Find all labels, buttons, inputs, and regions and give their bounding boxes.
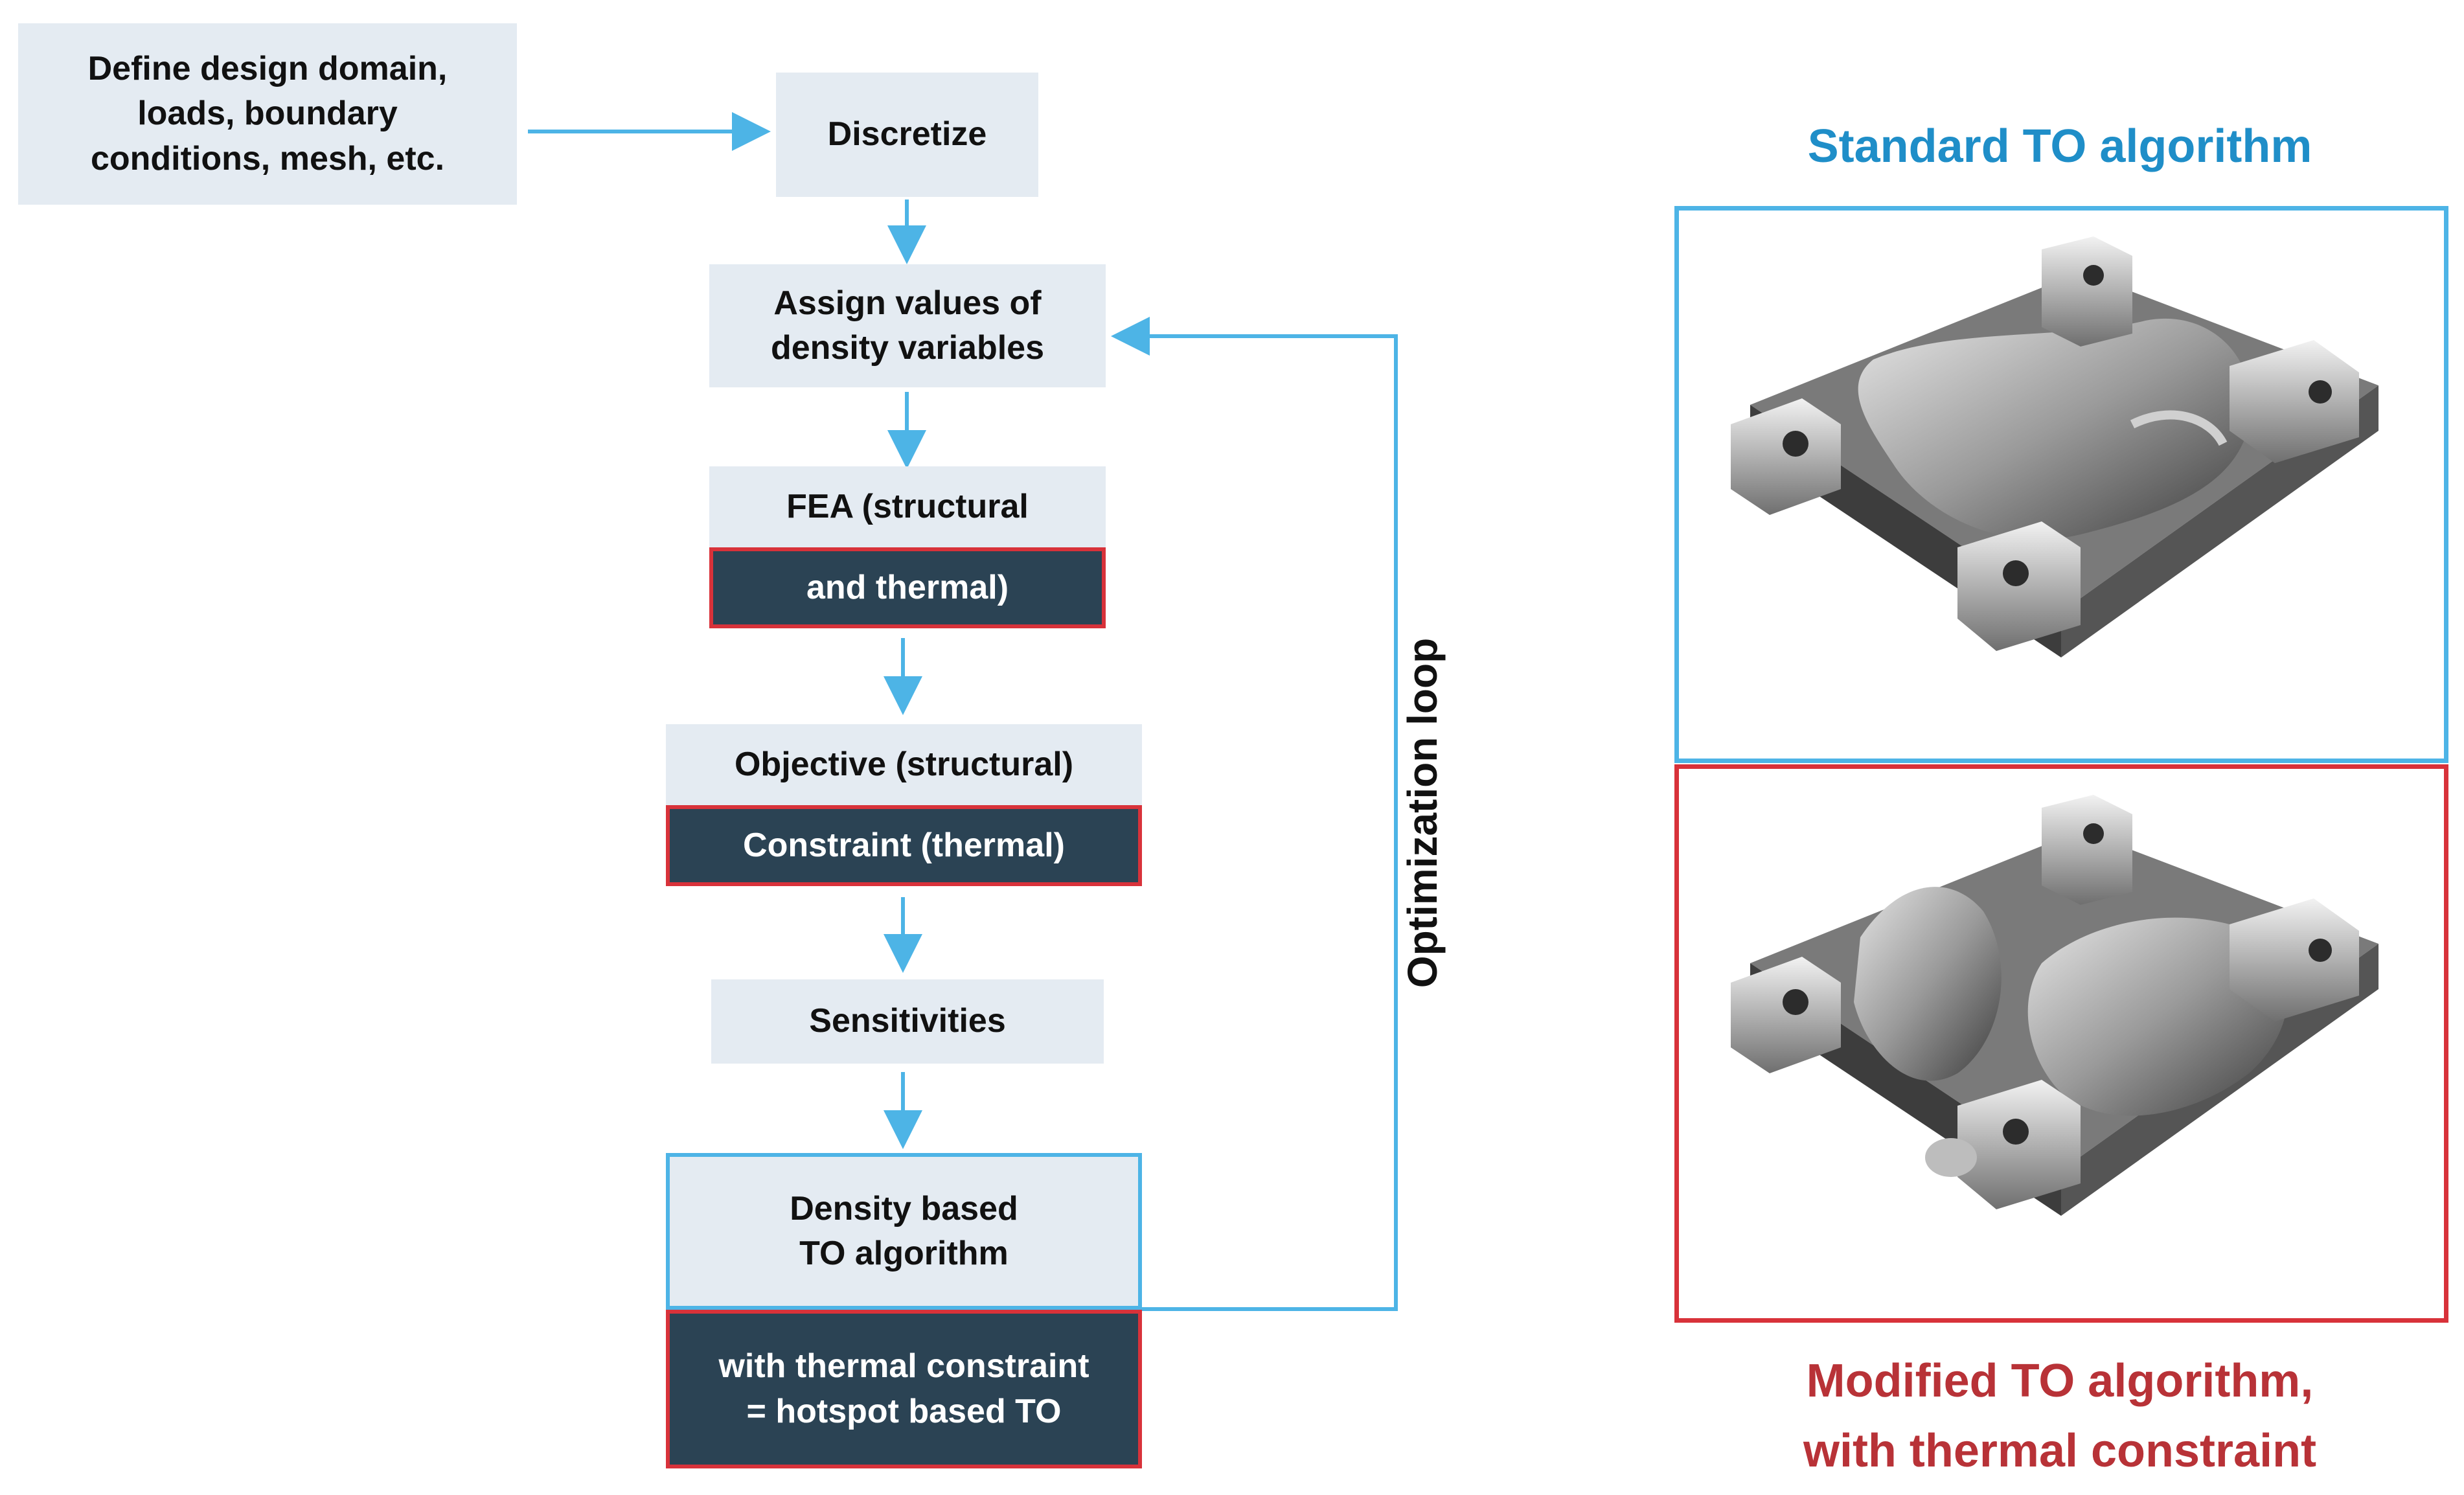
objective-label: Objective (structural) xyxy=(734,745,1074,783)
density-to-box: Density based TO algorithm xyxy=(666,1153,1142,1310)
assign-density-line-2: density variables xyxy=(771,329,1044,367)
standard-to-panel xyxy=(1674,206,2448,763)
define-domain-line-3: conditions, mesh, etc. xyxy=(90,139,445,177)
fea-bottom-label: and thermal) xyxy=(806,568,1009,606)
assign-density-line-1: Assign values of xyxy=(773,284,1042,322)
discretize-box: Discretize xyxy=(776,73,1038,197)
density-to-line-1: Density based xyxy=(790,1189,1018,1227)
fea-bottom-box: and thermal) xyxy=(709,547,1106,628)
modified-to-title-line-1: Modified TO algorithm, xyxy=(1806,1355,2314,1407)
constraint-label: Constraint (thermal) xyxy=(743,826,1065,864)
hotspot-to-line-1: with thermal constraint xyxy=(718,1347,1089,1386)
objective-box: Objective (structural) xyxy=(666,724,1142,805)
define-domain-box: Define design domain, loads, boundary co… xyxy=(18,23,517,205)
optimization-loop-line xyxy=(1111,317,1398,1311)
modified-to-title-line-2: with thermal constraint xyxy=(1803,1425,2317,1477)
hotspot-to-box: with thermal constraint = hotspot based … xyxy=(666,1310,1142,1468)
hotspot-to-line-2: = hotspot based TO xyxy=(746,1392,1062,1430)
constraint-box: Constraint (thermal) xyxy=(666,805,1142,886)
density-to-line-2: TO algorithm xyxy=(799,1235,1009,1272)
fea-top-label: FEA (structural xyxy=(786,487,1029,525)
sensitivities-label: Sensitivities xyxy=(809,1002,1006,1040)
define-domain-line-2: loads, boundary xyxy=(137,95,398,133)
discretize-label: Discretize xyxy=(827,115,987,154)
standard-to-title: Standard TO algorithm xyxy=(1807,120,2312,172)
optimization-loop-label: Optimization loop xyxy=(1399,638,1446,988)
modified-to-panel xyxy=(1674,764,2448,1323)
modified-to-title: Modified TO algorithm, with thermal cons… xyxy=(1678,1346,2442,1486)
sensitivities-box: Sensitivities xyxy=(711,979,1104,1064)
standard-to-part-image xyxy=(1731,236,2378,657)
define-domain-line-1: Define design domain, xyxy=(87,50,448,88)
modified-to-part-image xyxy=(1731,795,2378,1216)
fea-top-box: FEA (structural xyxy=(709,466,1106,547)
assign-density-box: Assign values of density variables xyxy=(709,264,1106,387)
